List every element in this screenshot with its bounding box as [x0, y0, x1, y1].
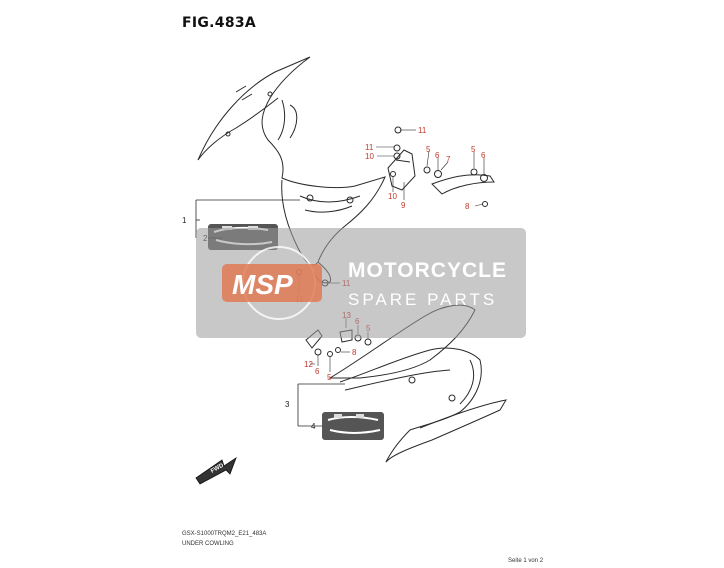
watermark-logo-text: MSP: [232, 269, 293, 300]
callout-10a[interactable]: 10: [365, 152, 374, 161]
forward-arrow-icon: FWD: [195, 456, 237, 485]
callout-6a[interactable]: 6: [435, 151, 440, 160]
watermark-line2: SPARE PARTS: [348, 290, 497, 309]
watermark-line1: MOTORCYCLE: [348, 259, 507, 282]
callout-4[interactable]: 4: [311, 422, 316, 431]
figure-title: FIG.483A: [182, 15, 257, 31]
callout-6d[interactable]: 6: [315, 367, 320, 376]
callout-1[interactable]: 1: [182, 216, 187, 225]
bracket-assembly-upper[interactable]: [387, 126, 495, 207]
section-name: UNDER COWLING: [182, 541, 234, 547]
callout-5b[interactable]: 5: [471, 145, 476, 154]
callout-8b[interactable]: 8: [352, 348, 357, 357]
callout-5a[interactable]: 5: [426, 145, 431, 154]
callout-8a[interactable]: 8: [465, 202, 470, 211]
lower-emblem-part[interactable]: [322, 412, 384, 440]
callout-5d[interactable]: 5: [327, 373, 332, 382]
callout-7[interactable]: 7: [446, 155, 451, 164]
watermark: MSP MOTORCYCLE SPARE PARTS: [196, 228, 526, 338]
callout-12[interactable]: 12: [304, 360, 313, 369]
callout-6b[interactable]: 6: [481, 151, 486, 160]
callout-11a[interactable]: 11: [418, 126, 427, 135]
callout-9[interactable]: 9: [401, 201, 406, 210]
callout-11b[interactable]: 11: [365, 143, 374, 152]
callout-10b[interactable]: 10: [388, 192, 397, 201]
model-code: GSX-S1000TRQM2_E21_483A: [182, 531, 267, 537]
page-indicator: Seite 1 von 2: [508, 558, 544, 564]
watermark-logo-badge: [222, 264, 322, 302]
callout-3[interactable]: 3: [285, 400, 290, 409]
